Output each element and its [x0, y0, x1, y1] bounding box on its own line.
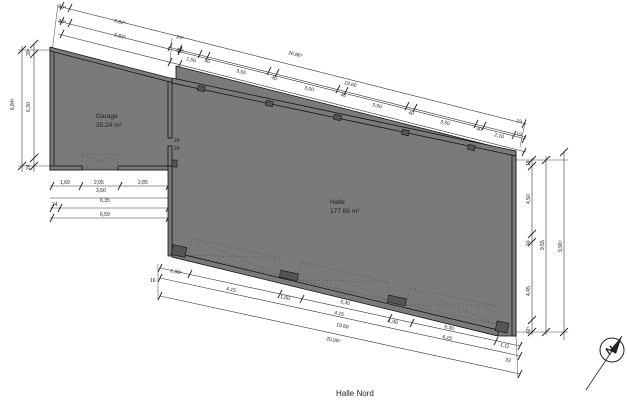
dim-label: 3,50: [96, 188, 106, 194]
room-name: Garage: [96, 113, 118, 120]
dim-label: 24⁵: [176, 34, 185, 42]
bottom-dimensions: 1,08⁵ 4,15 1,00 5,30 4,15 1,00 5,30 4,15…: [150, 263, 523, 379]
opening-label: 24: [174, 138, 180, 144]
dim-label: 19: [526, 160, 532, 166]
garage-dimensions: 1,69 2,05 2,85 3,50 24 6,35 6,59: [49, 180, 172, 223]
dim-label: 1,00: [388, 318, 399, 326]
dim-label: 1,08⁵: [170, 268, 183, 276]
top-dimension-labels: 30⁵ 6,82⁵ 26,86⁵ 30⁵ 6,82⁵ 24⁵ 19,60 24⁵…: [58, 4, 523, 141]
dim-label: 30⁵: [26, 48, 32, 56]
dim-label: 5,30: [340, 299, 351, 307]
dim-label: 30⁵: [58, 18, 67, 26]
opening-label: 24: [174, 146, 180, 152]
left-dimensions: 6,84⁵ 6,30 30⁵ 24: [10, 39, 52, 172]
dim-label: 1,11: [500, 342, 511, 350]
dim-label: 4,15: [334, 310, 345, 318]
dim-label: 19: [516, 131, 523, 138]
room-halle: Halle 177.68 m²: [330, 199, 360, 215]
dim-label: 3,50: [440, 119, 451, 127]
dim-label: 9,55: [540, 240, 546, 250]
dim-label: 19: [516, 118, 523, 125]
dim-label: 5,30: [444, 324, 455, 332]
dim-label: 6,84⁵: [10, 98, 16, 110]
dim-label: 3,50: [304, 85, 315, 93]
dim-label: 42⁵: [526, 326, 532, 334]
dim-label: 6,82⁵: [114, 18, 127, 27]
hall-bottom-wall: [171, 251, 499, 337]
dim-label: 26,86⁵: [288, 50, 304, 59]
dim-label: 2,85: [138, 180, 148, 186]
dim-label: 4,15: [226, 286, 237, 294]
dim-label: 24: [52, 202, 58, 208]
dim-label: 3,50: [236, 68, 247, 76]
dim-label: 40: [526, 240, 532, 246]
wall-piers: [170, 85, 510, 334]
dim-label: 24: [26, 164, 32, 170]
hall-top-wall: [171, 77, 517, 157]
dim-label: 4,15: [442, 334, 453, 342]
north-arrow-icon: N: [585, 335, 625, 391]
dim-label: 1,50: [186, 56, 197, 64]
dim-label: 40: [476, 126, 483, 133]
dim-label: 4,45: [526, 286, 532, 296]
room-area: 177.68 m²: [330, 208, 360, 215]
dim-label: 6,82⁵: [114, 32, 127, 41]
dim-label: 1,00: [280, 294, 291, 302]
dim-label: 6,35: [100, 198, 110, 204]
dim-label: 40: [204, 58, 211, 65]
plan-title: Halle Nord: [336, 389, 374, 398]
room-area: 35.24 m²: [96, 122, 122, 129]
dim-label: 16: [150, 278, 156, 284]
dim-label: 4,50: [526, 194, 532, 204]
dim-label: 20,09⁵: [326, 336, 342, 345]
dim-label: 2,10: [494, 132, 505, 140]
walls: [49, 47, 517, 337]
dim-label: 6,59: [100, 212, 110, 218]
dim-label: 33: [505, 357, 512, 364]
room-name: Halle: [330, 199, 345, 206]
dim-label: 30⁵: [58, 4, 67, 12]
room-garage: Garage 35.24 m²: [96, 113, 122, 129]
outer-wall: [49, 47, 517, 337]
dim-label: 9,96⁵: [558, 240, 564, 252]
doors: [81, 153, 497, 325]
dim-label: 2,05: [94, 180, 104, 186]
dim-label: 19,60: [336, 322, 350, 331]
dim-label: 6,30: [26, 102, 32, 112]
dim-label: 19,60: [344, 80, 358, 89]
dim-label: 24⁵: [176, 47, 185, 55]
dim-label: 40: [408, 110, 415, 117]
dim-label: 1,69: [60, 180, 70, 186]
dim-label: 3,50: [372, 102, 383, 110]
top-dimensions: [51, 1, 527, 157]
dim-label: 40: [271, 75, 278, 82]
dim-label: 40: [340, 92, 347, 99]
right-dimensions: 19 4,50 40 4,45 42⁵ 9,55 9,96⁵: [514, 147, 569, 340]
